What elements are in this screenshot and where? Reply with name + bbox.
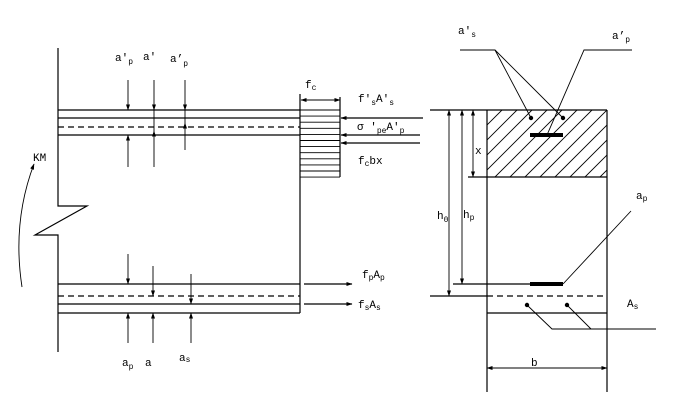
label-h0: h0 [437, 211, 449, 225]
label-top-ap-prime-left: a'p [115, 53, 133, 67]
label-section-as-prime: a's [458, 26, 476, 40]
label-top-ap-prime-right: a’p [170, 54, 188, 69]
label-top-a-prime: a' [143, 52, 156, 64]
leader-As-2 [566, 304, 592, 330]
label-bottom-ap: ap [122, 358, 134, 372]
hatch-line [524, 110, 593, 177]
label-depth-x: x [475, 146, 482, 158]
hatch-line [487, 110, 533, 156]
label-comp-prestress-force: σ 'peA'p [357, 122, 405, 136]
hatch-line [569, 139, 607, 177]
member-left-edge-with-break [32, 48, 90, 352]
leader-ap-prime [546, 49, 632, 136]
hatch-line [599, 169, 607, 177]
label-section-ap-prime: a’p [612, 31, 630, 45]
label-stress-fc: fc [305, 80, 317, 93]
label-moment: KM [33, 153, 46, 165]
label-bottom-a: a [145, 358, 152, 370]
elevation-view: a'p a' a’p fc f'sA's σ 'peA'p fcbx KM fp… [18, 48, 423, 372]
label-section-As: As [627, 299, 639, 312]
label-comp-steel-force: f'sA's [358, 94, 394, 108]
leader-ap [562, 210, 632, 285]
leader-as-prime-1 [460, 49, 532, 119]
concrete-stress-block [300, 97, 341, 178]
label-width-b: b [531, 358, 538, 370]
leader-As-1 [526, 304, 656, 330]
hatch-line [487, 110, 548, 171]
hatch-line [509, 110, 578, 177]
hatch-line [554, 124, 607, 177]
moment-arc-arrow [18, 163, 35, 288]
label-tension-steel-force: fsAs [358, 300, 381, 313]
hatch-line [494, 110, 563, 177]
label-concrete-force: fcbx [358, 156, 383, 169]
hatch-line [539, 110, 607, 177]
hatch-line [487, 110, 488, 111]
hatch-line [487, 110, 518, 141]
hatch-line [615, 110, 673, 177]
compression-zone-hatching [487, 110, 673, 177]
label-hp: hp [463, 210, 475, 223]
label-section-ap: ap [636, 191, 648, 204]
cross-section-view: a's a’p x h0 hp ap As b [430, 26, 673, 392]
hatch-line [584, 154, 607, 177]
leader-as-prime-2 [494, 49, 564, 119]
label-bottom-as: as [179, 353, 191, 365]
label-tension-prestress-force: fpAp [362, 270, 385, 283]
hatch-line [487, 110, 503, 126]
